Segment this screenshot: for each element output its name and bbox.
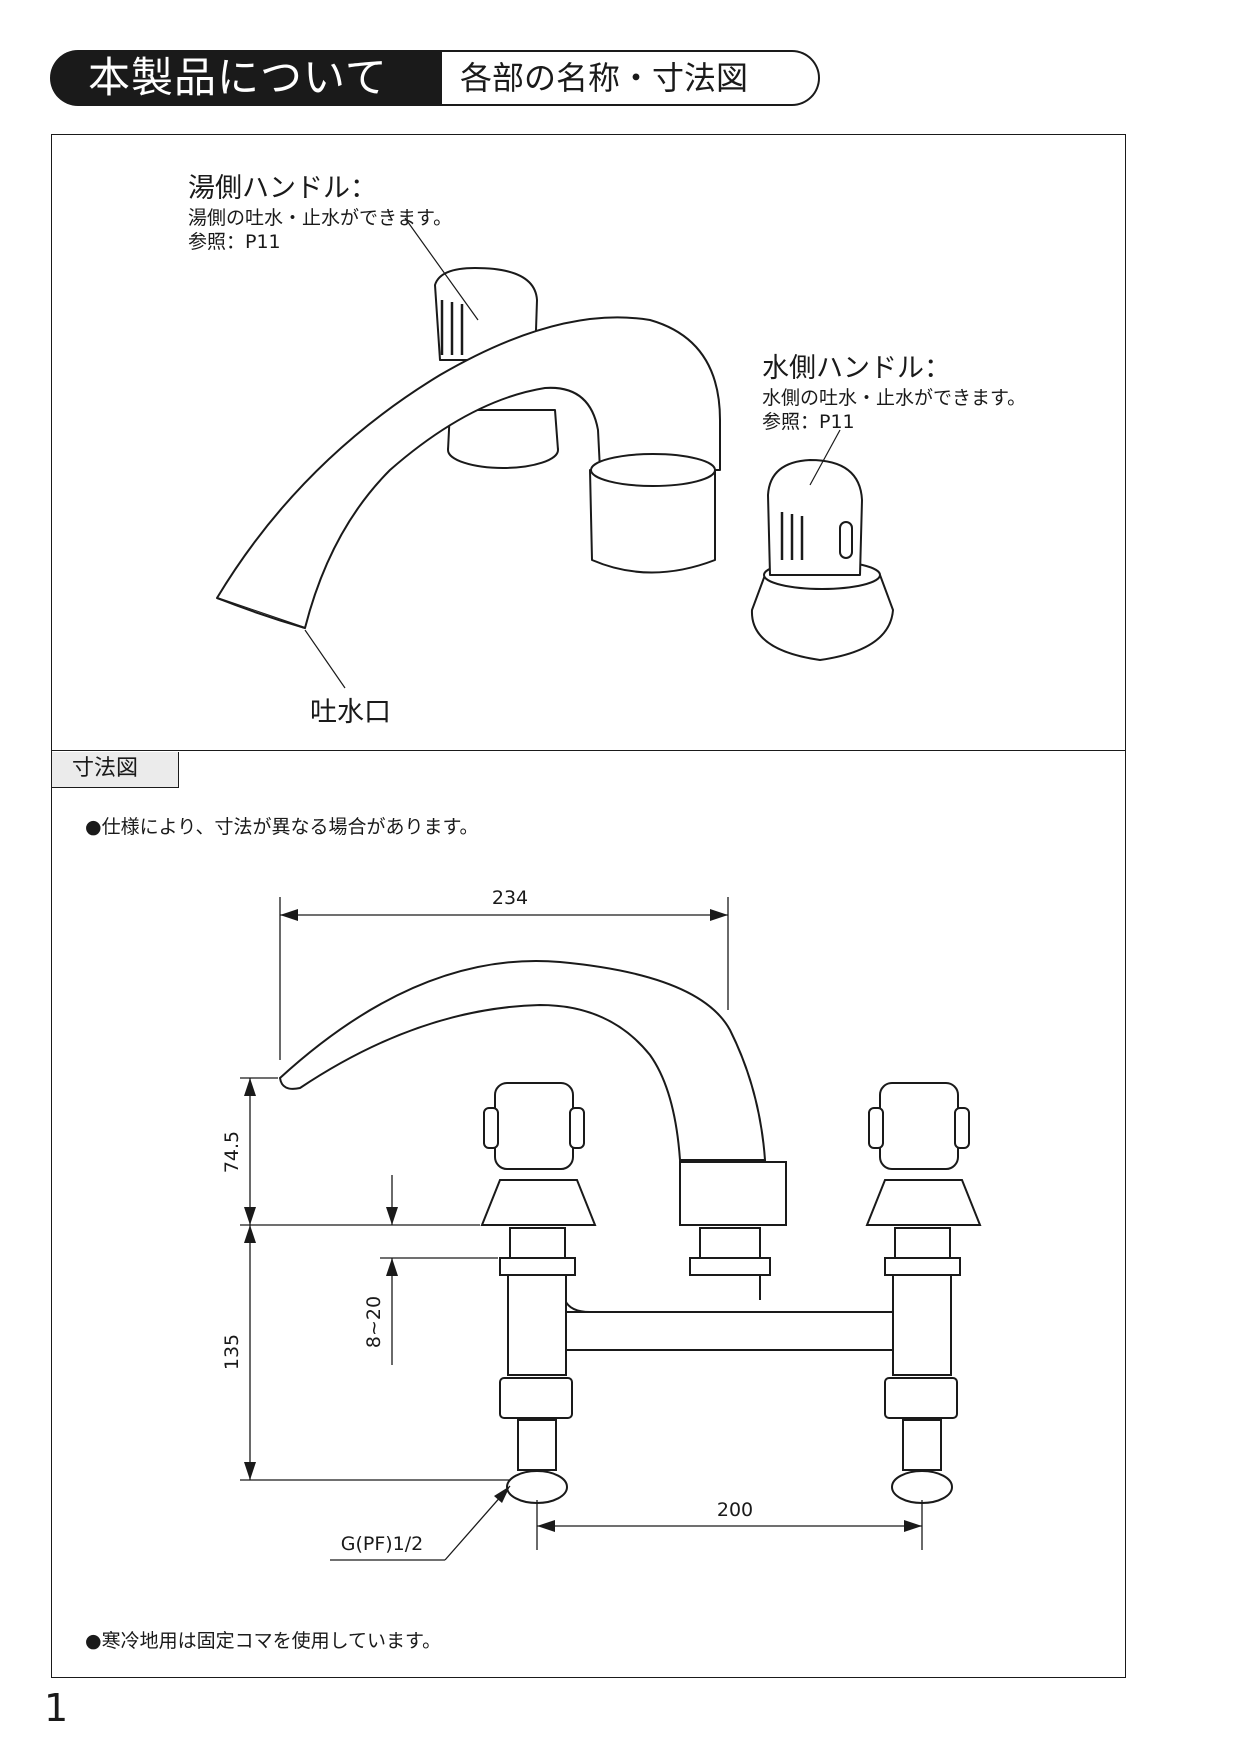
dimension-lines xyxy=(240,897,923,1561)
spout-collar xyxy=(589,469,716,574)
dim-center-shank xyxy=(689,1227,771,1276)
hot-handle-leader xyxy=(404,217,479,321)
dim-spout-height: 74.5 xyxy=(221,1131,243,1173)
dimension-drawing xyxy=(278,960,982,1504)
cold-handle-title: 水側ハンドル： xyxy=(762,353,951,384)
header-section: 各部の名称・寸法図 xyxy=(442,50,820,106)
cold-handle-leader xyxy=(809,429,841,486)
spout-leader xyxy=(304,629,346,689)
hot-handle-ref: 参照：P11 xyxy=(188,231,281,253)
dimension-tab: 寸法図 xyxy=(52,752,179,788)
dim-left-handle xyxy=(480,1082,597,1504)
page-header: 本製品について 各部の名称・寸法図 xyxy=(50,50,820,106)
spout-label: 吐水口 xyxy=(310,697,391,728)
page-number: 1 xyxy=(44,1686,69,1730)
note-bottom: ●寒冷地用は固定コマを使用しています。 xyxy=(85,1630,442,1652)
dimension-arrows xyxy=(244,909,922,1532)
dim-spout-reach: 234 xyxy=(492,887,528,909)
dim-center-distance: 200 xyxy=(717,1499,753,1521)
cold-handle-desc: 水側の吐水・止水ができます。 xyxy=(762,387,1027,409)
dim-spout xyxy=(278,960,767,1161)
cold-handle-base xyxy=(750,574,894,661)
spout-body xyxy=(216,316,721,629)
dimension-panel xyxy=(51,751,1126,1678)
dim-thread: G(PF)1/2 xyxy=(341,1533,424,1555)
dim-right-handle xyxy=(865,1082,982,1504)
parts-panel xyxy=(51,134,1126,751)
header-title: 本製品について xyxy=(50,50,442,106)
hot-handle xyxy=(434,267,538,361)
note-top: ●仕様により、寸法が異なる場合があります。 xyxy=(85,816,479,838)
faucet-illustration xyxy=(216,267,894,661)
dim-spout-collar xyxy=(679,1161,787,1226)
hot-handle-desc: 湯側の吐水・止水ができます。 xyxy=(188,207,453,229)
leader-lines xyxy=(304,217,841,689)
dim-adjust-range: 8~20 xyxy=(363,1296,385,1348)
cold-handle-ref: 参照：P11 xyxy=(762,411,855,433)
dim-height: 135 xyxy=(221,1334,243,1370)
hot-handle-title: 湯側ハンドル： xyxy=(188,173,377,204)
